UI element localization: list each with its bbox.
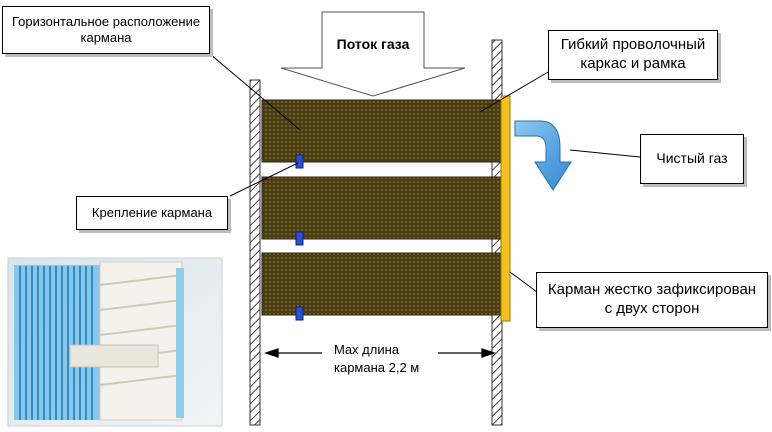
clean-gas-label: Чистый газ	[656, 150, 728, 167]
pocket-fixed-callout: Карман жестко зафиксирован с двух сторон	[536, 272, 768, 328]
filter-pocket-1	[261, 99, 503, 163]
pocket-clip-1	[295, 154, 304, 169]
horizontal-pocket-line2: кармана	[80, 30, 132, 45]
left-wall	[249, 79, 261, 426]
filter-photo	[7, 257, 223, 427]
filter-pocket-3	[261, 252, 503, 316]
wire-frame-line2: каркас и рамка	[580, 55, 686, 72]
max-length-label-line1: Max длина	[334, 342, 400, 357]
filter-pocket-2	[261, 176, 503, 240]
photo-white-pockets	[69, 261, 184, 421]
leader-lines	[209, 53, 641, 293]
horizontal-pocket-callout: Горизонтальное расположение кармана	[2, 6, 210, 54]
pocket-clip-2	[295, 231, 304, 246]
pocket-mount-label: Крепление кармана	[91, 204, 213, 220]
pocket-mount-callout: Крепление кармана	[76, 196, 228, 230]
clean-gas-callout: Чистый газ	[640, 134, 744, 184]
pocket-fixed-line1: Карман жестко зафиксирован	[547, 281, 757, 299]
length-dimension	[264, 348, 496, 358]
pocket-clip-3	[295, 306, 304, 321]
photo-blue-wires	[14, 265, 100, 420]
gas-flow-arrow	[280, 11, 466, 97]
gas-flow-label: Поток газа	[337, 36, 410, 52]
pocket-fixed-line2: с двух сторон	[604, 300, 700, 317]
wire-frame-bar	[500, 95, 511, 322]
clean-gas-arrow	[514, 120, 572, 191]
wire-frame-callout: Гибкий проволочный каркас и рамка	[548, 30, 718, 80]
wire-frame-line1: Гибкий проволочный	[560, 36, 706, 54]
max-length-label-line2: кармана 2,2 м	[334, 360, 419, 375]
horizontal-pocket-line1: Горизонтальное расположение	[11, 13, 201, 29]
